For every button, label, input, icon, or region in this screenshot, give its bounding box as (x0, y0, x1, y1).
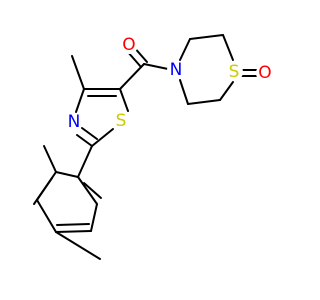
bond-c-n-lower (179, 79, 189, 105)
atom-n-ring: N (167, 60, 185, 80)
bond-aryl-3-4 (36, 199, 57, 233)
bond-s-c-lower (219, 81, 234, 101)
bond-aryl-1-2 (55, 171, 79, 178)
bond-n3-c2-a (76, 134, 93, 147)
bonds (33, 34, 258, 260)
bond-carbonyl-c5 (119, 63, 145, 90)
bond-aryl-2-methyl (43, 145, 57, 173)
atom-n-thiazole: N (65, 112, 83, 132)
bond-c4-methyl (71, 55, 85, 90)
bond-aryl-4-methyl (55, 231, 101, 260)
bond-n-c-upper (179, 38, 191, 61)
bond-aryl-5-6 (90, 203, 98, 232)
bond-aryl-1-6-b (83, 182, 102, 199)
atom-s-ring: S (225, 62, 243, 82)
atom-o-carbonyl-label: O (122, 35, 135, 55)
bond-aryl-4-5-b (56, 223, 90, 226)
atom-n-thiazole-label: N (68, 112, 81, 132)
atom-o-sulfoxide-label: O (258, 63, 271, 83)
bond-c-s-upper (222, 34, 234, 61)
bond-c2-aryl (77, 145, 93, 178)
atom-o-carbonyl: O (120, 35, 138, 55)
atom-s-ring-label: S (229, 62, 240, 82)
atom-s-thiazole-label: S (116, 111, 127, 131)
molecule-structure: O N S O N S (33, 34, 274, 260)
atom-labels: O N S O N S (65, 35, 274, 132)
bond-c2-s1 (91, 128, 114, 147)
bond-c4-n3 (75, 88, 85, 113)
atom-s-thiazole: S (112, 111, 130, 131)
bond-n3-c2-b (81, 127, 98, 140)
bond-aryl-1-6-a (77, 176, 98, 205)
atom-o-sulfoxide: O (256, 63, 274, 83)
atom-n-ring-label: N (170, 60, 183, 80)
bond-c-c-lower (187, 99, 221, 105)
bond-s1-c5 (119, 88, 129, 112)
bond-c-c-upper (189, 34, 224, 40)
bond-aryl-4-5-a (55, 230, 92, 233)
bond-carbonyl-n (143, 63, 169, 70)
